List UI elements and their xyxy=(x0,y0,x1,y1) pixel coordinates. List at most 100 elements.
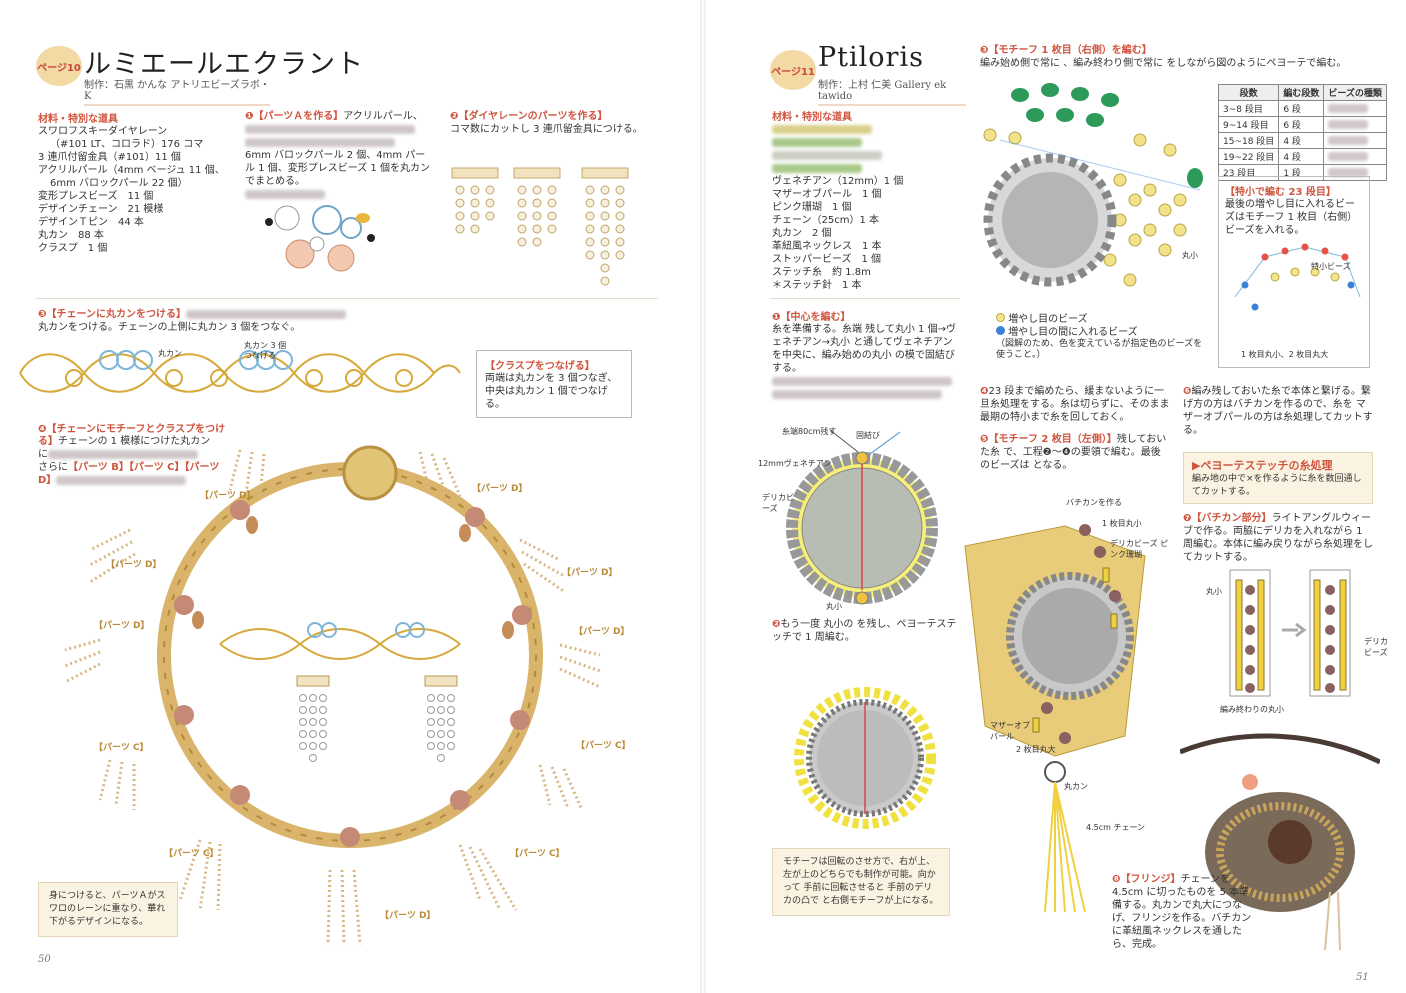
callout-text: 両端は丸カンを 3 個つなぎ、中央は丸カン 1 個でつなげる。 xyxy=(485,373,618,410)
legend: 増やし目のビーズ 増やし目の間に入れるビーズ （図解のため、色を変えているが指定… xyxy=(996,313,1211,361)
step-2-right: ❷もう一度 丸小の を残し、ペヨーテステッチで 1 周編む。 xyxy=(772,618,962,644)
label-knot: 固結び xyxy=(856,431,880,440)
step-7-right: ❼【バチカン部分】ライトアングルウィーブで作る。両脇にデリカを入れながら 1 周… xyxy=(1183,512,1373,564)
table-cell: 6 段 xyxy=(1278,116,1325,133)
center-venetian-diagram xyxy=(786,429,938,605)
material-item: 丸カン 2 個 xyxy=(772,228,832,239)
page-badge-label: ページ11 xyxy=(771,66,815,78)
step-heading: ❹【チェーンにモチーフとクラスプをつけ xyxy=(38,424,226,435)
part-label: 【パーツ D】 xyxy=(574,627,630,637)
table-row: 3~8 段目 6 段 xyxy=(1217,100,1387,117)
label-mother-of-pearl: マザーオブパール xyxy=(990,721,1030,741)
material-item: 6mm バロックパール 22 個） xyxy=(50,178,188,189)
material-item: デザインチェーン 21 模様 xyxy=(38,204,164,215)
callout-heading: 【クラスプをつなげる】 xyxy=(485,361,595,372)
step-text: 糸を準備する。糸端 残して丸小 1 個→ヴェネチアン→丸小 と通してヴェネチアン… xyxy=(772,324,956,374)
page-title-right: Ptiloris xyxy=(818,42,924,73)
table-row: 15~18 段目 4 段 xyxy=(1217,132,1387,149)
table-cell: 4 段 xyxy=(1278,148,1325,165)
byline-right: 制作：上村 仁美 Gallery ek tawido xyxy=(818,76,966,106)
diamond-lane-diagram xyxy=(451,167,629,286)
step-text: チェーンの 1 模様につけた丸カン xyxy=(58,436,211,447)
step-2-left: ❷【ダイヤレーンのパーツを作る】 コマ数にカットし 3 連爪留金具につける。 xyxy=(450,110,650,136)
material-item: ステッチ糸 約 1.8m xyxy=(772,267,871,278)
step-heading: ❸【チェーンに丸カンをつける】 xyxy=(38,309,186,320)
part-label: 【パーツ C】 xyxy=(576,741,631,751)
step-text: コマ数にカットし 3 連爪留金具につける。 xyxy=(450,124,643,135)
part-label: 【パーツ D】 xyxy=(380,911,436,921)
clasp-callout: 【クラスプをつなげる】 両端は丸カンを 3 個つなぎ、中央は丸カン 1 個でつな… xyxy=(476,350,632,418)
note-box-right: モチーフは回転のさせ方で、右が上、左が上のどちらでも制作が可能。向かって 手前に… xyxy=(772,848,950,916)
folio-left: 50 xyxy=(38,954,51,965)
byline-left: 制作：石黒 かんな アトリエビーズラボ・K xyxy=(84,76,270,106)
table-cell: 19~22 段目 xyxy=(1217,148,1280,165)
material-item: ＊ステッチ針 1 本 xyxy=(772,280,862,291)
step-text: に xyxy=(38,449,48,460)
label-delica-bail: デリカビーズ xyxy=(1364,637,1388,657)
parts-list: 【パーツ B】【パーツ C】【パーツ xyxy=(68,462,220,473)
label-connect: つなげる xyxy=(244,351,276,360)
step-text: 編み始め側で常に 、編み終わり側で常に をしながら図のようにペヨーテで編む。 xyxy=(980,58,1347,69)
label-second-maru: 2 枚目丸大 xyxy=(1016,745,1056,754)
chain-diagram xyxy=(19,350,461,393)
folio-right: 51 xyxy=(1356,972,1369,983)
label-venetian: 12mmヴェネチアン xyxy=(758,459,832,468)
part-label: 【パーツ D】 xyxy=(106,560,162,570)
label-maru-bail: 丸小 xyxy=(1206,587,1222,596)
step-text: ライトアングルウィーブで作る。両脇にデリカを入れながら 1 周編む。本体に編み戻… xyxy=(1183,513,1373,563)
label-marukan: 丸カン xyxy=(158,349,182,358)
legend-caption: （図解のため、色を変えているが指定色のビーズを使うこと。） xyxy=(996,339,1203,360)
page-badge-left: ページ10 xyxy=(36,46,82,86)
pendant-structure-diagram xyxy=(964,524,1146,913)
label-delica-pink: デリカビーズ ピンク珊瑚 xyxy=(1110,539,1169,559)
material-item: ピンク珊瑚 1 個 xyxy=(772,202,852,213)
row23-box: 【特小で編む 23 段目】 最後の増やし目に入れるビーズはモチーフ 1 枚目（右… xyxy=(1218,176,1370,368)
divider xyxy=(770,298,960,299)
label-bachikan: バチカンを作る xyxy=(1066,498,1122,507)
material-item: チェーン（25cm）1 本 xyxy=(772,215,880,226)
motif-beadwork-diagram xyxy=(983,83,1203,287)
table-cell xyxy=(1323,132,1387,149)
part-label: 【パーツ C】 xyxy=(164,849,219,859)
part-label: 【パーツ D】 xyxy=(472,484,528,494)
book-gutter xyxy=(700,0,706,993)
material-item: デザインＴピン 44 本 xyxy=(38,217,144,228)
step-3-right: ❸【モチーフ 1 枚目（右側）を編む】 編み始め側で常に 、編み終わり側で常に … xyxy=(980,44,1375,70)
part-label: 【パーツ D】 xyxy=(94,621,150,631)
table-cell: 6 段 xyxy=(1278,100,1325,117)
legend-increase: 増やし目のビーズ xyxy=(1008,314,1088,325)
part-a-diagram xyxy=(265,205,375,272)
table-header: 編む段数 xyxy=(1278,84,1325,101)
step-heading: ❻ xyxy=(1183,386,1192,397)
part-label: 【パーツ D】 xyxy=(200,491,256,501)
tip-text: 編み地の中で×を作るように糸を数回通してカットする。 xyxy=(1192,474,1362,497)
material-item: ヴェネチアン（12mm）1 個 xyxy=(772,176,904,187)
page-badge-right: ページ11 xyxy=(770,50,816,90)
necklace-photo xyxy=(157,445,543,848)
material-item: クラスプ 1 個 xyxy=(38,243,108,254)
step-heading: ❹ xyxy=(980,386,989,397)
step-1-left: ❶【パーツＡを作る】アクリルパール、 6mm バロックパール 2 個、4mm パ… xyxy=(245,110,435,201)
label-marukan: 丸カン xyxy=(1064,782,1088,791)
material-item: 革紐風ネックレス 1 本 xyxy=(772,241,882,252)
step-heading: ❺【モチーフ 2 枚目（左側）】 xyxy=(980,434,1117,445)
table-header: 段数 xyxy=(1217,84,1280,101)
table-cell: 4 段 xyxy=(1278,132,1325,149)
table-header: ビーズの種類 xyxy=(1323,84,1387,101)
step-text: さらに xyxy=(38,462,68,473)
legend-between: 増やし目の間に入れるビーズ xyxy=(1008,327,1138,338)
step-text: 23 段まで編めたら、緩まないように一旦糸処理をする。糸は切らずに、そのまま最期… xyxy=(980,386,1170,423)
parts-list-cont: D】 xyxy=(38,475,57,486)
step-text: アクリルパール、 xyxy=(343,111,423,122)
step-4-right: ❹23 段まで編めたら、緩まないように一旦糸処理をする。糸は切らずに、そのまま最… xyxy=(980,385,1170,424)
step-heading: ❼【バチカン部分】 xyxy=(1183,513,1272,524)
part-label: 【パーツ D】 xyxy=(562,568,618,578)
divider xyxy=(36,298,658,299)
table-cell: 3~8 段目 xyxy=(1217,100,1280,117)
step-heading-cont: る】 xyxy=(38,436,58,447)
materials-right: 材料・特別な道具 ヴェネチアン（12mm）1 個 マザーオブパール 1 個 ピン… xyxy=(772,108,962,292)
step-heading: ❷ xyxy=(772,619,781,630)
table-row: 9~14 段目 6 段 xyxy=(1217,116,1387,133)
pendant-photo xyxy=(1180,733,1380,951)
step-6-right: ❻編み残しておいた糸で本体と繋げる。繋げ方の方はバチカンを作るので、糸を マザー… xyxy=(1183,385,1373,437)
